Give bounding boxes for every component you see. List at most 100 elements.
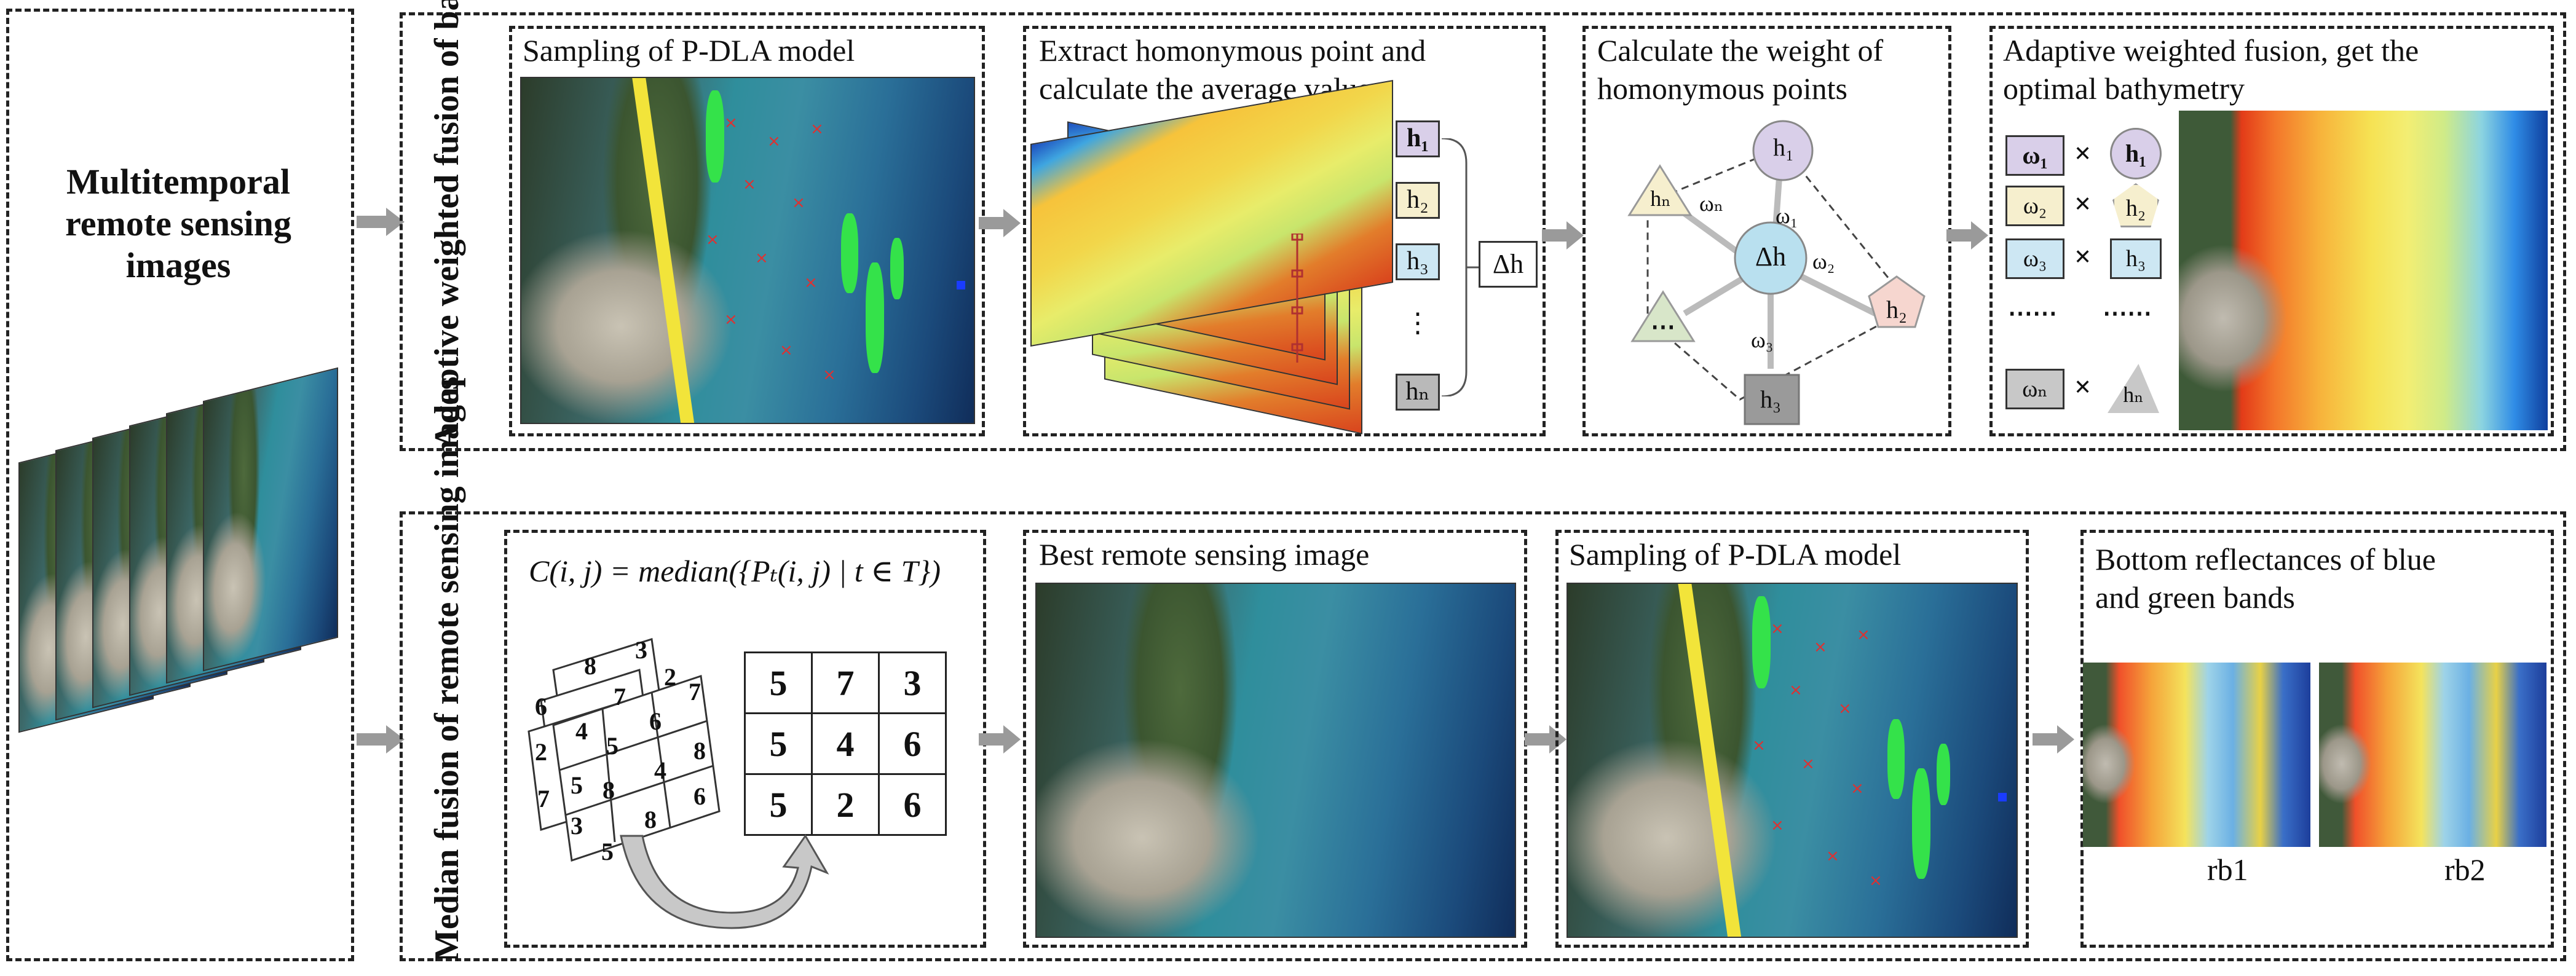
bottom-panel-reflectance <box>2080 530 2554 948</box>
top-panel4-title-2: optimal bathymetry <box>2003 71 2245 106</box>
arrow-top-3-4 <box>1946 221 1988 250</box>
node-h1: h₁ <box>1773 133 1794 161</box>
bottom-panel-sampling <box>1555 530 2029 948</box>
sample-point: × <box>1771 620 1784 638</box>
stack-val: 3 <box>571 812 583 840</box>
top-panel3-title-2: homonymous points <box>1597 71 1847 106</box>
grid-cell: 4 <box>811 712 880 775</box>
arrow-top-1-2 <box>979 209 1021 237</box>
stacked-image-grids <box>527 638 721 862</box>
sample-point: × <box>755 249 768 267</box>
optimal-bathymetry-map <box>2179 111 2548 430</box>
left-panel <box>6 9 354 961</box>
stack-val: 6 <box>535 693 547 720</box>
arrow-bottom-3-4 <box>2033 725 2074 754</box>
top-panel-sampling <box>509 26 985 436</box>
weight-w2: ω₂ <box>1812 249 1835 274</box>
depth-map-stack <box>1030 79 1399 435</box>
stack-val: 2 <box>664 663 676 691</box>
sample-point: × <box>1857 626 1870 644</box>
hn-box: hₙ <box>1396 374 1440 411</box>
stack-val: 8 <box>584 652 596 680</box>
stack-val: 7 <box>689 678 701 706</box>
fusion-h2: h₂ <box>2112 183 2159 227</box>
sample-point: × <box>823 366 836 384</box>
multitemporal-image-stack <box>18 344 344 774</box>
node-dots: ⋯ <box>1651 313 1675 340</box>
sample-patch <box>1887 719 1905 799</box>
stack-val: 3 <box>635 636 647 664</box>
stack-val: 5 <box>601 838 614 865</box>
median-curved-arrow <box>620 834 829 929</box>
stack-val: 7 <box>614 683 626 710</box>
arrow-bottom-1-2 <box>979 725 1021 754</box>
weight-graph <box>1627 120 1926 425</box>
top-panel4-title-1: Adaptive weighted fusion, get the <box>2003 33 2419 68</box>
sample-point: × <box>767 132 781 151</box>
sample-point: × <box>780 341 793 360</box>
label-rb1: rb1 <box>2207 852 2248 887</box>
delta-h-box: Δh <box>1479 241 1538 288</box>
label-rb2: rb2 <box>2444 852 2486 887</box>
h3-box: h₃ <box>1396 243 1440 280</box>
times-1: × <box>2074 137 2092 170</box>
stack-val: 5 <box>571 771 583 799</box>
times-n: × <box>2074 371 2092 403</box>
top-panel1-title: Sampling of P-DLA model <box>523 33 855 68</box>
node-h3: h₃ <box>1760 385 1781 413</box>
bottom-row-label: Median fusion of remote sensing images <box>428 376 466 962</box>
sample-patch <box>1937 744 1950 805</box>
top-row-container <box>400 12 2566 451</box>
best-remote-sensing-image <box>1035 583 1516 938</box>
h1-box: h₁ <box>1396 120 1440 157</box>
wn-box: ωₙ <box>2005 369 2064 409</box>
sample-point: × <box>1826 847 1839 865</box>
top-panel3-title-1: Calculate the weight of <box>1597 33 1884 68</box>
stack-val: 4 <box>654 757 666 784</box>
bottom-panel2-title: Best remote sensing image <box>1039 537 1370 572</box>
grid-cell: 7 <box>811 651 880 714</box>
coast-line <box>632 78 695 423</box>
sample-patch <box>890 238 904 299</box>
sample-point: × <box>1789 681 1803 699</box>
sample-point: × <box>804 274 818 292</box>
sampling-image-bottom: × × × × × × × × × × × <box>1567 583 2018 938</box>
stack-val: 8 <box>693 737 706 765</box>
arrow-to-bottom-row <box>357 725 405 754</box>
fusion-dots-w: ⋯⋯ <box>2008 299 2057 327</box>
sample-point: × <box>792 194 805 212</box>
left-panel-title: Multitemporal remote sensing images <box>65 162 291 285</box>
grid-cell: 3 <box>878 651 947 714</box>
stack-val: 5 <box>606 732 618 760</box>
sample-point: × <box>1869 872 1883 890</box>
grid-cell: 2 <box>811 773 880 836</box>
stack-val: 8 <box>603 776 615 804</box>
stack-image <box>203 367 338 672</box>
weight-wn: ωₙ <box>1699 191 1724 216</box>
grid-cell: 5 <box>744 773 813 836</box>
sample-point: × <box>1851 779 1864 798</box>
sample-patch <box>1912 768 1930 879</box>
sample-patch <box>706 90 724 183</box>
sample-point: × <box>1814 638 1827 656</box>
grid-cell: 6 <box>878 773 947 836</box>
sample-point: × <box>743 175 756 194</box>
w3-box: ω₃ <box>2005 238 2064 279</box>
h-ellipsis: ⋮ <box>1404 308 1431 338</box>
median-result-grid: 5 7 3 5 4 6 5 2 6 <box>744 651 947 836</box>
stack-val: 2 <box>535 738 547 766</box>
bottom-panel4-title-2: and green bands <box>2095 580 2295 615</box>
blue-marker <box>957 281 965 289</box>
arrow-top-2-3 <box>1542 221 1584 250</box>
weight-w3: ω₃ <box>1751 328 1774 352</box>
stack-val: 7 <box>537 785 550 813</box>
grid-cell: 6 <box>878 712 947 775</box>
sample-point: × <box>706 230 719 249</box>
sample-point: × <box>1771 816 1784 835</box>
grid-cell: 5 <box>744 651 813 714</box>
sample-point: × <box>724 310 738 329</box>
stack-val: 4 <box>575 717 588 745</box>
sampling-image-top: × × × × × × × × × × × <box>520 77 975 424</box>
sample-patch <box>841 213 858 293</box>
top-panel2-title-1: Extract homonymous point and <box>1039 33 1426 68</box>
